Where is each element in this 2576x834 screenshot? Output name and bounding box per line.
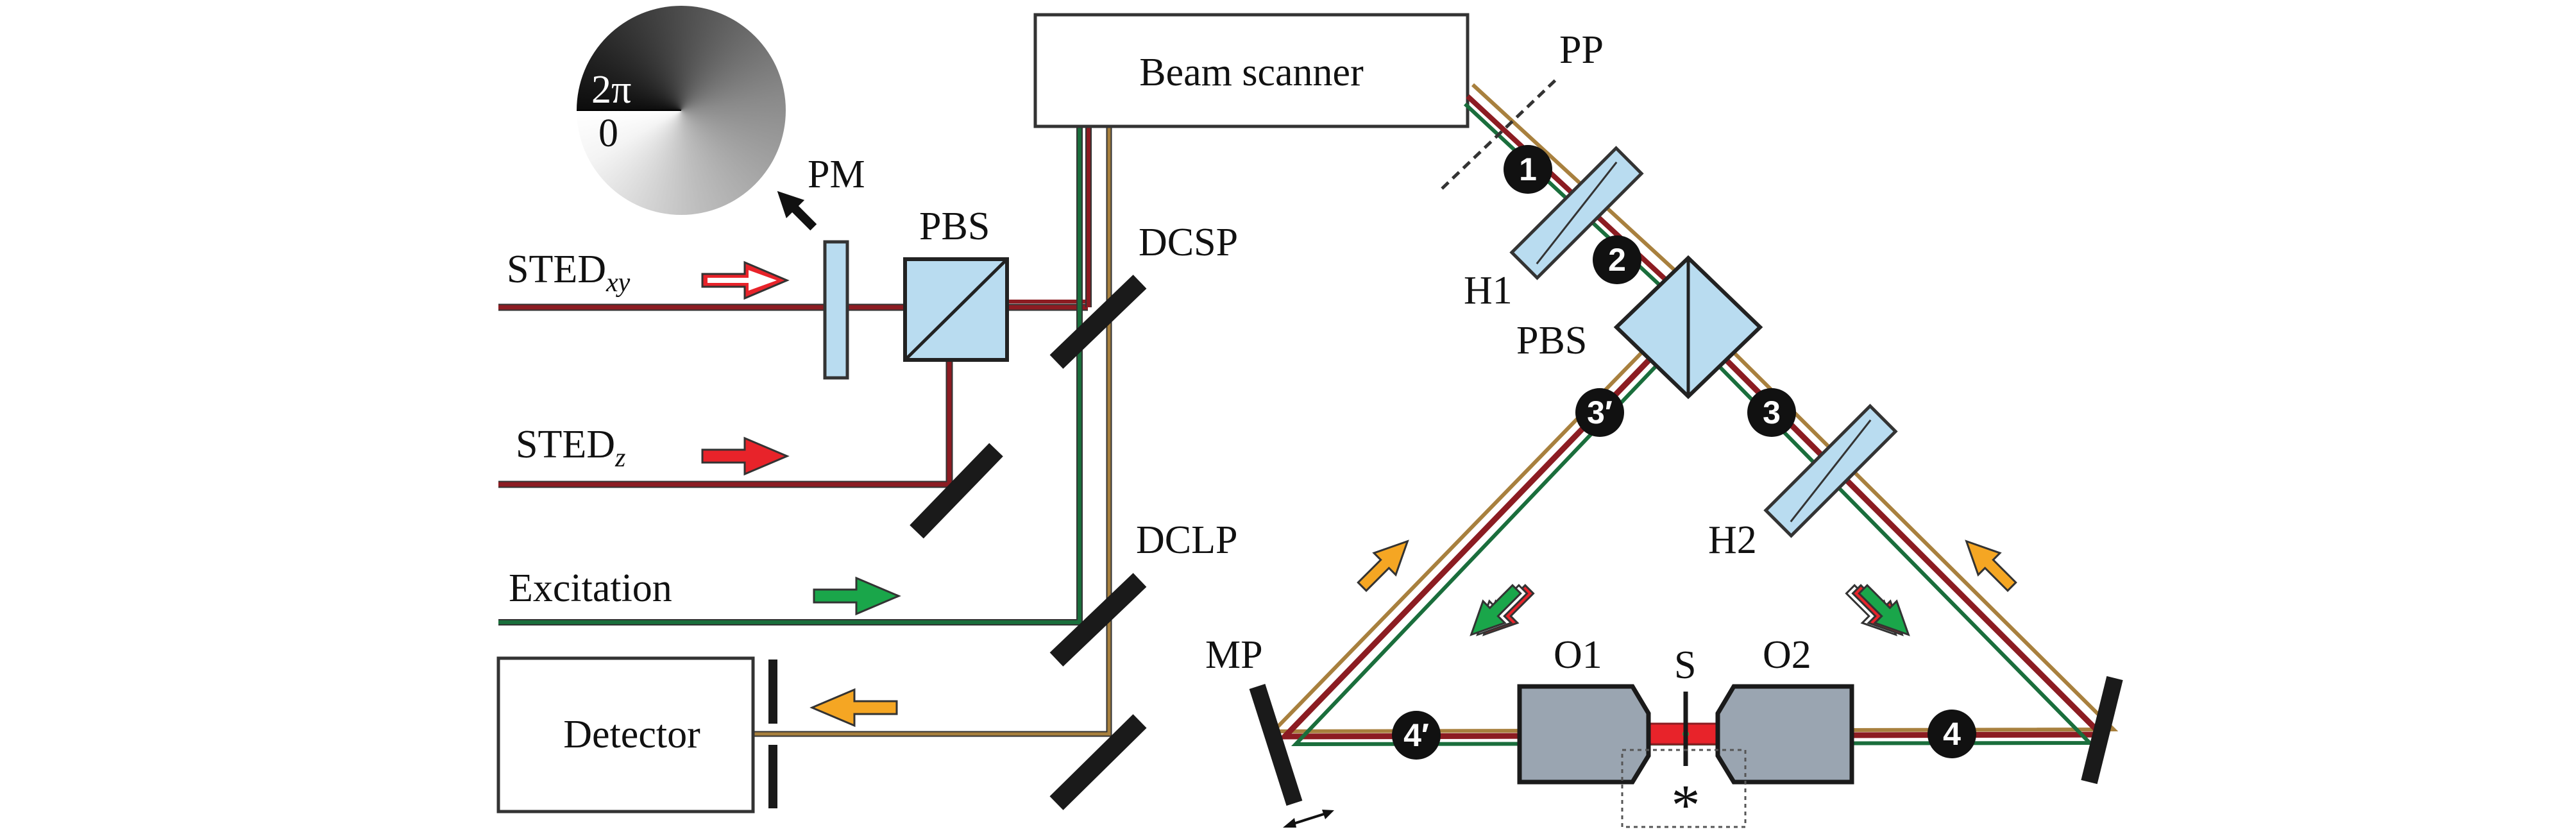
sted-xy-arrow <box>701 260 790 300</box>
objective-o2 <box>1715 684 1854 785</box>
phase-label-2pi: 2π <box>591 68 631 112</box>
mirror-sted-z <box>910 443 1003 539</box>
svg-text:3: 3 <box>1763 395 1781 430</box>
dcsp-mirror <box>1049 275 1147 369</box>
detector-label: Detector <box>563 713 700 756</box>
pm-label: PM <box>808 153 865 196</box>
position-marker-3-prime: 3′ <box>1575 388 1624 437</box>
sted-z-arrow <box>701 436 790 476</box>
position-marker-1: 1 <box>1504 145 1552 194</box>
pbs-left-label: PBS <box>919 205 990 248</box>
position-marker-3: 3 <box>1747 388 1796 437</box>
detection-mirror <box>1049 714 1147 810</box>
asterisk-marker: * <box>1672 774 1700 834</box>
excitation-label: Excitation <box>509 566 672 610</box>
mp-label: MP <box>1205 633 1263 677</box>
svg-text:2: 2 <box>1608 242 1626 278</box>
excitation-beam <box>498 126 1083 626</box>
position-marker-2: 2 <box>1593 235 1641 284</box>
focal-region <box>1641 722 1722 745</box>
mp-translation-double-arrow <box>1283 810 1334 828</box>
sted-z-label: STEDz <box>516 423 625 473</box>
pbs-right-label: PBS <box>1516 319 1587 362</box>
fluorescence-arrow-right <box>1965 540 2017 592</box>
pupil-plane-line <box>1441 78 1558 190</box>
dcsp-label: DCSP <box>1139 221 1238 264</box>
inset-box <box>1621 749 1747 828</box>
fluorescence-beam <box>753 126 1112 737</box>
h1-waveplate <box>1509 146 1644 280</box>
pm-pointer-arrow <box>777 191 817 231</box>
illumination-arrows-left <box>1470 584 1535 636</box>
o1-label: O1 <box>1554 633 1602 677</box>
detector-box <box>496 656 755 813</box>
objective-o1 <box>1517 684 1651 785</box>
illumination-arrows-right <box>1845 584 1910 636</box>
pp-label: PP <box>1559 28 1604 72</box>
svg-text:4: 4 <box>1943 716 1961 752</box>
fluorescence-arrow-left <box>1357 540 1409 592</box>
s-label: S <box>1674 643 1696 687</box>
pbs-cube-right <box>1613 255 1763 400</box>
dclp-label: DCLP <box>1136 518 1237 562</box>
position-marker-4: 4 <box>1928 710 1976 758</box>
phase-mask-plate <box>823 240 849 380</box>
h1-label: H1 <box>1464 269 1513 312</box>
o2-label: O2 <box>1763 633 1811 677</box>
mp-mirror <box>1249 684 1303 806</box>
position-marker-4-prime: 4′ <box>1392 711 1441 760</box>
h2-label: H2 <box>1708 518 1757 562</box>
right-mirror <box>2081 676 2123 785</box>
phase-label-0: 0 <box>598 112 618 155</box>
pbs-cube-left <box>903 257 1009 362</box>
detector-arrow <box>809 688 898 728</box>
dclp-mirror <box>1049 573 1147 667</box>
svg-text:4′: 4′ <box>1403 717 1429 753</box>
sted-xy-label: STEDxy <box>507 248 631 298</box>
excitation-arrow <box>813 576 901 616</box>
beam-scanner-label: Beam scanner <box>1139 51 1364 94</box>
h2-waveplate <box>1763 404 1898 538</box>
svg-text:3′: 3′ <box>1587 395 1613 430</box>
svg-text:1: 1 <box>1519 151 1537 187</box>
beam-scanner-box <box>1033 13 1470 128</box>
